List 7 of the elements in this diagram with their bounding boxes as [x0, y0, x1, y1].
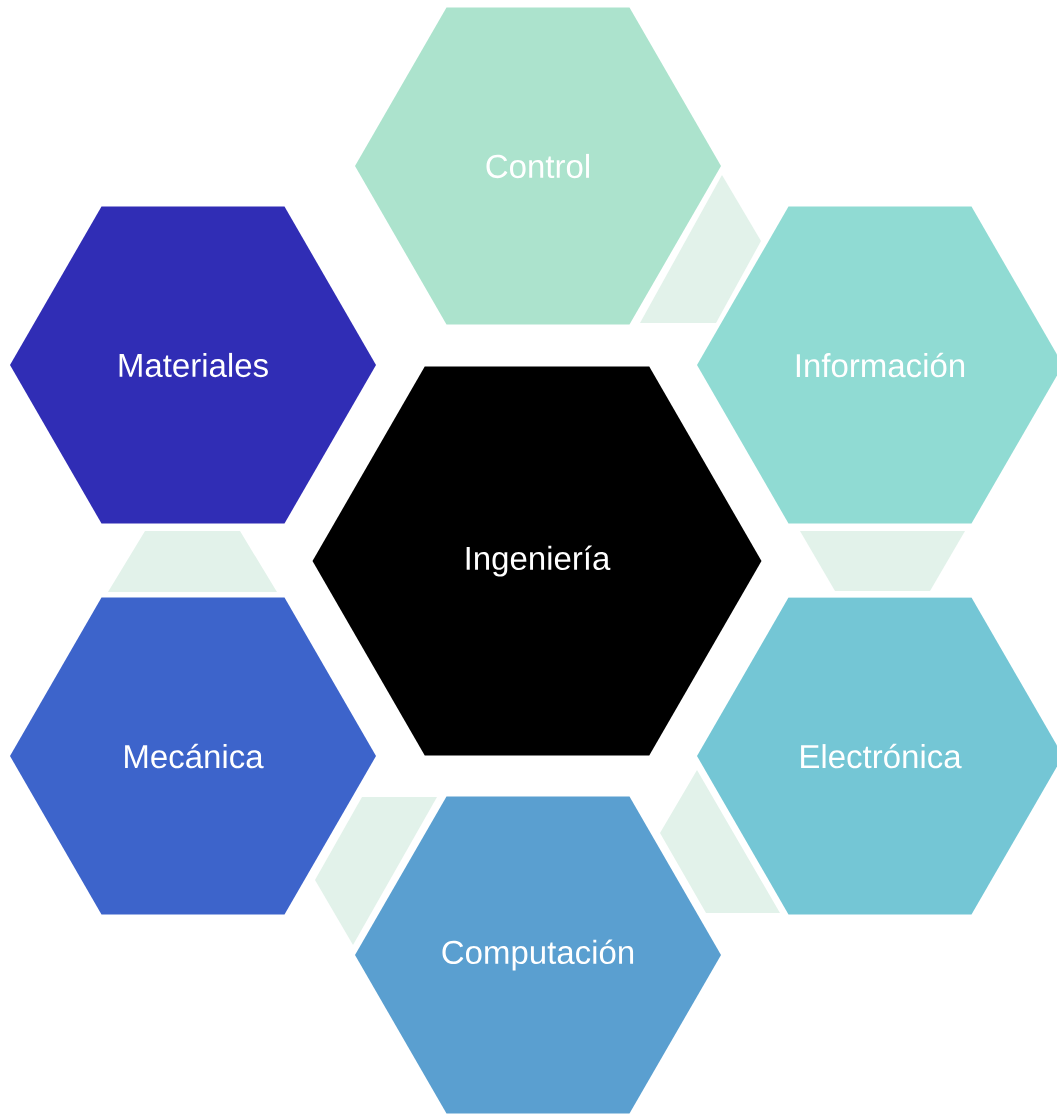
hexagon: Información: [697, 206, 1057, 524]
hexagon: Electrónica: [697, 597, 1057, 915]
hexagon: Computación: [355, 796, 721, 1114]
hexagon: Ingeniería: [312, 366, 762, 756]
hexagon: Mecánica: [10, 597, 376, 915]
hexagon: Materiales: [10, 206, 376, 524]
hexagon: Control: [355, 7, 721, 325]
